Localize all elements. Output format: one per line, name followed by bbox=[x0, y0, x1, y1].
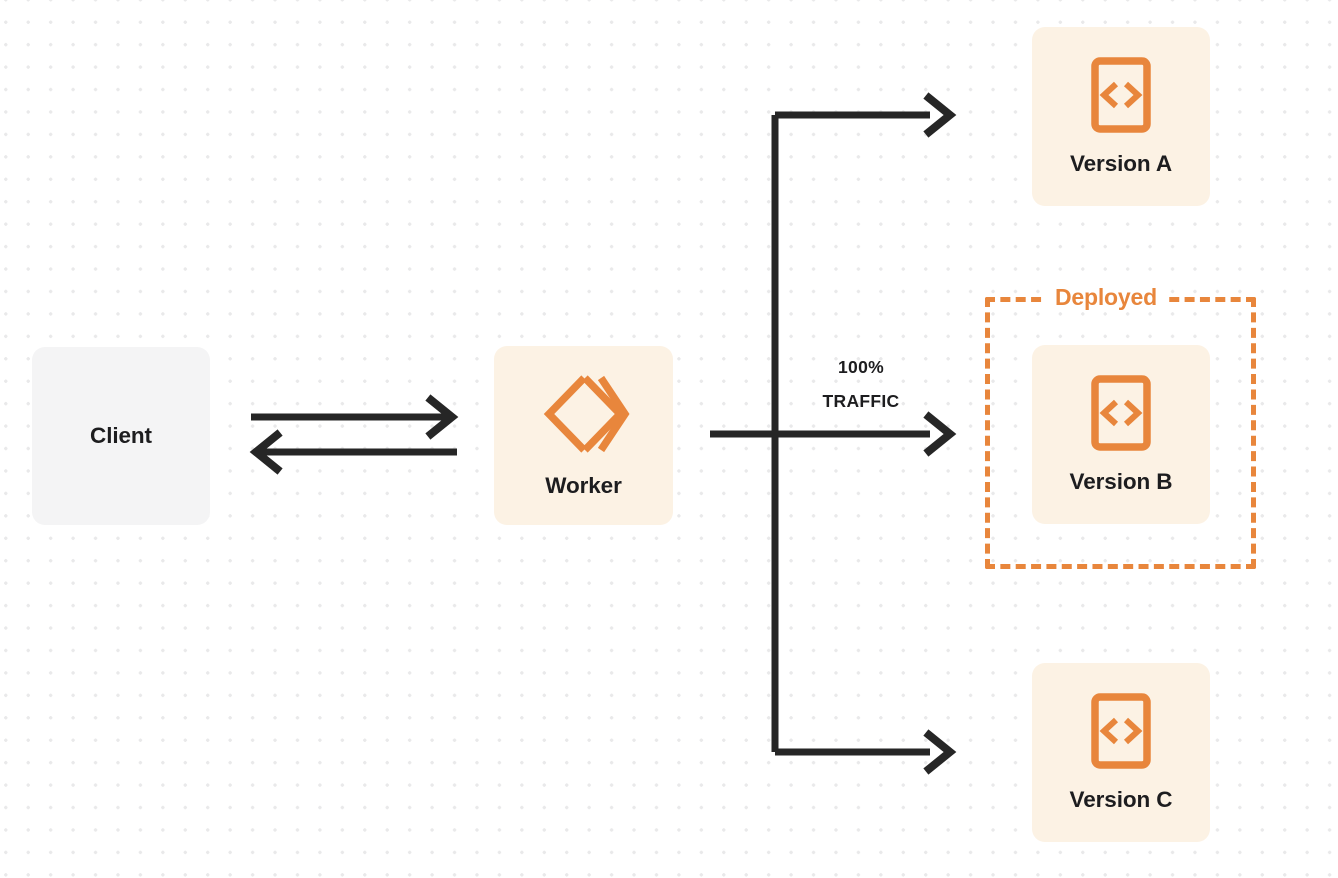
traffic-label: 100% TRAFFIC bbox=[790, 350, 932, 418]
arrowhead-version-b bbox=[923, 411, 957, 457]
traffic-percent: 100% bbox=[838, 357, 884, 377]
traffic-word: TRAFFIC bbox=[822, 391, 900, 411]
cloudflare-workers-logo-icon bbox=[538, 373, 630, 455]
edge-worker-to-client bbox=[249, 429, 457, 475]
node-version-a-label: Version A bbox=[1069, 151, 1173, 177]
edge-client-to-worker bbox=[251, 394, 459, 440]
arrowhead-version-c bbox=[923, 729, 957, 775]
deployed-group-label: Deployed bbox=[1046, 283, 1166, 311]
node-version-b-label: Version B bbox=[1069, 469, 1173, 495]
node-version-c-label: Version C bbox=[1069, 787, 1173, 813]
arrowhead-version-a bbox=[923, 92, 957, 138]
code-document-icon bbox=[1091, 693, 1151, 769]
code-document-icon bbox=[1091, 375, 1151, 451]
node-worker-label: Worker bbox=[545, 473, 622, 499]
edge-worker-to-versions-trunk bbox=[710, 111, 930, 756]
node-worker[interactable]: Worker bbox=[494, 346, 673, 525]
code-document-icon bbox=[1091, 57, 1151, 133]
node-client[interactable]: Client bbox=[32, 347, 210, 525]
node-version-c[interactable]: Version C bbox=[1032, 663, 1210, 842]
node-version-a[interactable]: Version A bbox=[1032, 27, 1210, 206]
node-client-label: Client bbox=[90, 422, 152, 448]
node-version-b[interactable]: Version B bbox=[1032, 345, 1210, 524]
